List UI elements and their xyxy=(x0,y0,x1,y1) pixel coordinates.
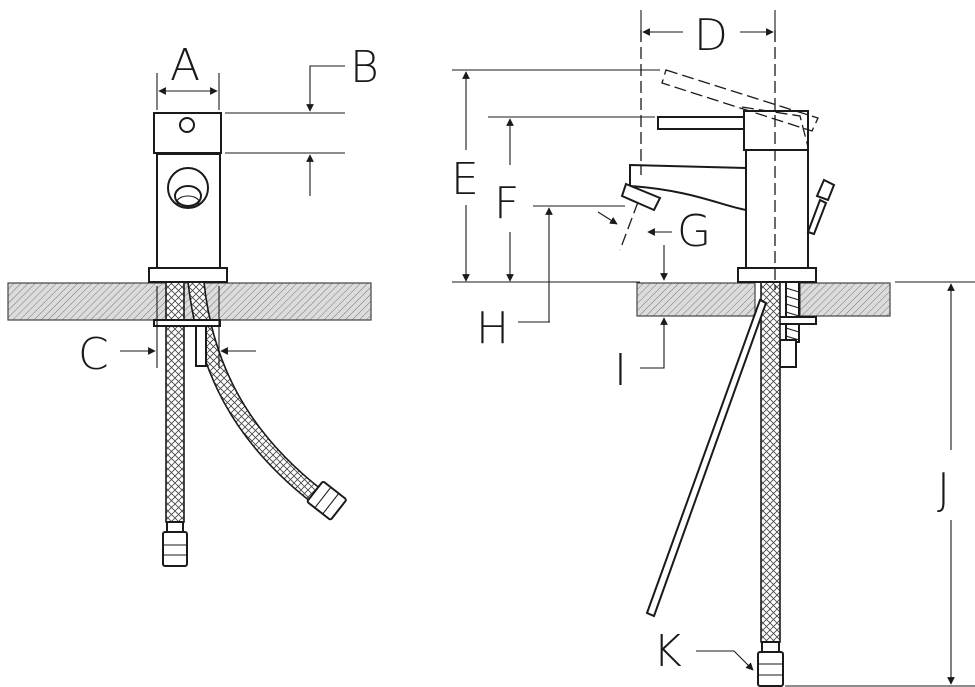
hose-nut-curved xyxy=(306,480,347,521)
handle-open-position xyxy=(661,69,819,132)
base-plate-front xyxy=(148,267,228,283)
mounting-washer-front xyxy=(153,319,221,327)
faucet-body-side xyxy=(745,149,809,269)
hose-side xyxy=(760,281,781,643)
label-c: C xyxy=(78,329,109,380)
mounting-stud-front xyxy=(195,325,207,367)
label-i: I xyxy=(614,345,627,396)
mounting-nut-side xyxy=(779,339,797,368)
label-d: D xyxy=(694,10,728,61)
handle-lever-side xyxy=(657,116,749,130)
front-view xyxy=(7,65,372,567)
popup-rod-upper xyxy=(806,198,828,236)
label-k: K xyxy=(653,626,682,677)
handle-indicator-front xyxy=(179,117,195,133)
hose-ferrule-side xyxy=(761,641,780,653)
handle-cap-side xyxy=(743,110,809,151)
label-h: H xyxy=(476,303,509,354)
hose-nut-side xyxy=(757,651,784,687)
hose-straight-front xyxy=(165,281,185,523)
countertop-side-right xyxy=(799,282,891,317)
label-j: J xyxy=(937,464,950,515)
label-f: F xyxy=(494,178,519,229)
popup-rod-lower xyxy=(645,298,768,618)
label-e: E xyxy=(451,154,479,205)
label-a: A xyxy=(170,40,200,91)
aerator-side xyxy=(620,182,662,212)
countertop-side-left xyxy=(636,282,756,317)
label-b: B xyxy=(350,42,379,93)
side-view xyxy=(452,10,975,687)
hose-nut-front xyxy=(162,531,188,567)
hose-ferrule-front xyxy=(166,521,184,533)
label-g: G xyxy=(677,206,711,257)
base-plate-side xyxy=(737,267,817,283)
popup-knob xyxy=(815,178,836,202)
